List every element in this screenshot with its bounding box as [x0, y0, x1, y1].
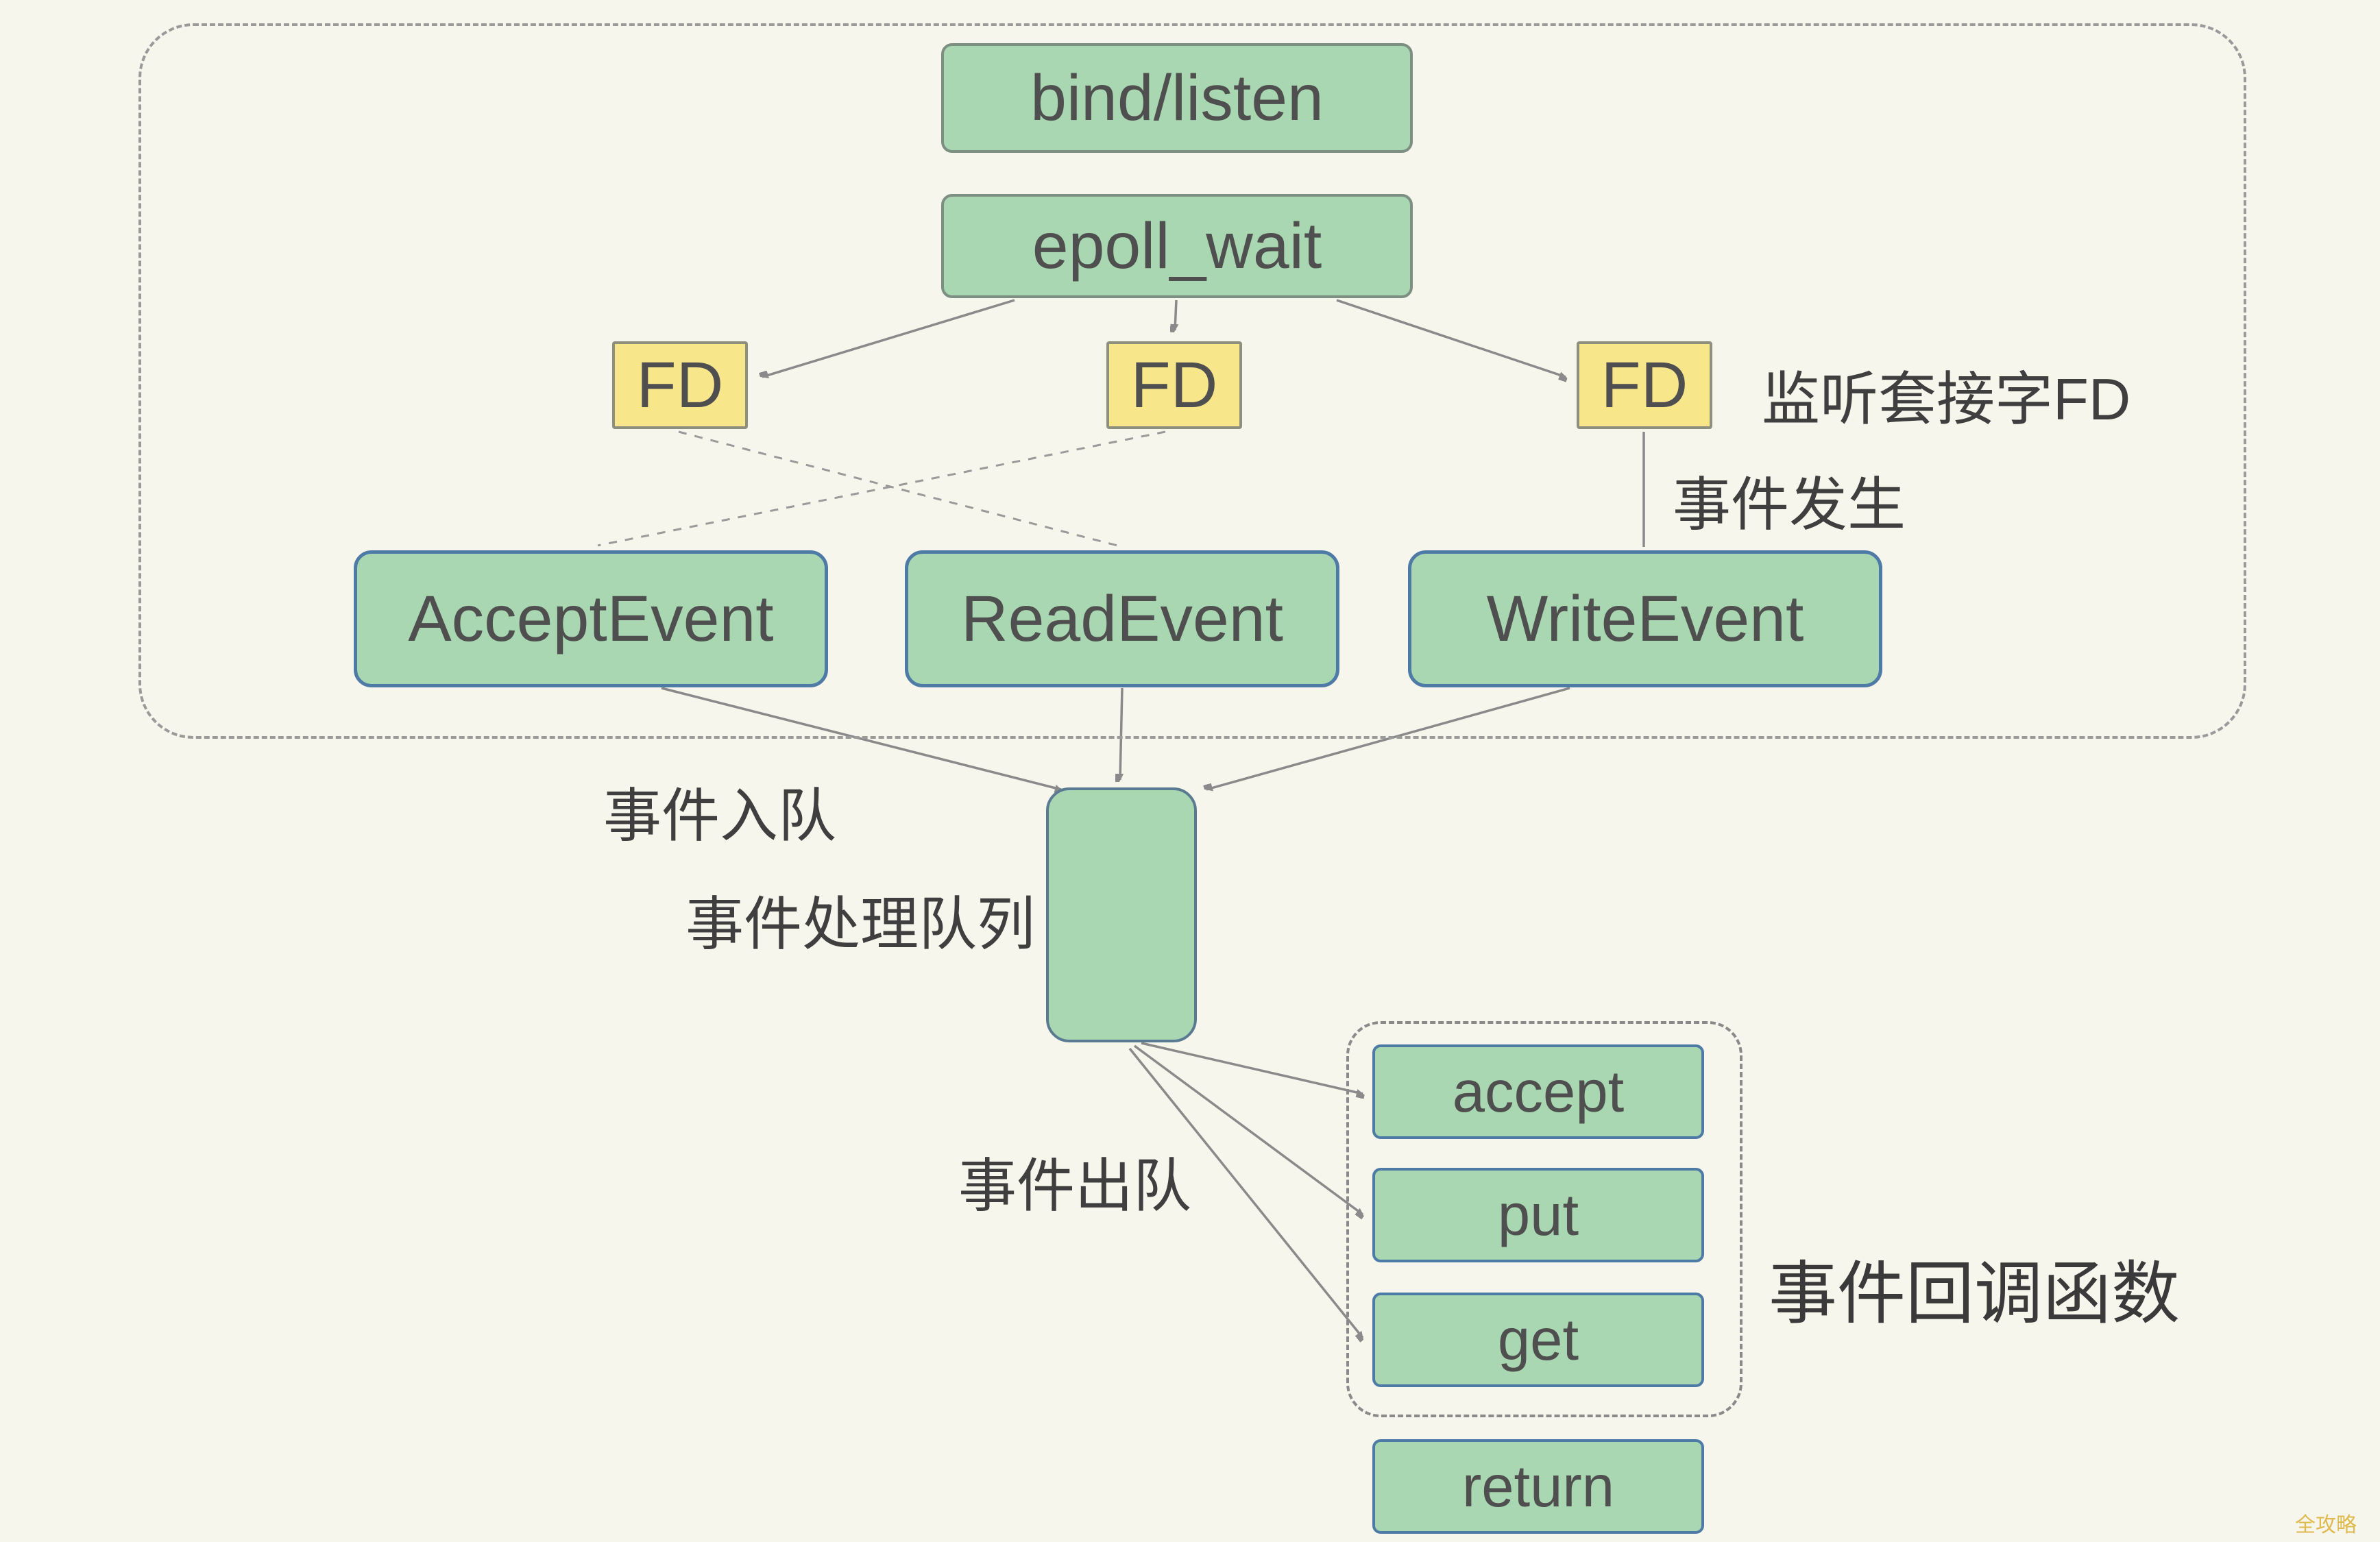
put-node: put: [1372, 1168, 1704, 1262]
fd-node-2: FD: [1106, 341, 1242, 429]
event-occur-label: 事件发生: [1673, 473, 1906, 538]
return-node: return: [1372, 1439, 1704, 1534]
callback-region-container: [1346, 1021, 1742, 1417]
watermark-label: 全攻略: [2295, 1514, 2357, 1537]
epoll-region-container: [138, 23, 2246, 739]
get-node: get: [1372, 1293, 1704, 1387]
epoll-wait-node: epoll_wait: [941, 194, 1413, 298]
read-event-node: ReadEvent: [905, 550, 1339, 687]
event-dequeue-label: 事件出队: [958, 1154, 1192, 1219]
accept-node: accept: [1372, 1044, 1704, 1139]
bind-listen-node: bind/listen: [941, 43, 1413, 153]
accept-event-node: AcceptEvent: [354, 550, 828, 687]
event-enqueue-label: 事件入队: [603, 784, 837, 849]
listen-socket-fd-label: 监听套接字FD: [1762, 367, 2131, 432]
event-queue-node: [1046, 787, 1197, 1042]
fd-node-1: FD: [612, 341, 748, 429]
write-event-node: WriteEvent: [1408, 550, 1882, 687]
event-callback-label: 事件回调函数: [1769, 1256, 2180, 1332]
fd-node-3: FD: [1577, 341, 1712, 429]
arrow-queue-accept: [1141, 1042, 1363, 1094]
event-queue-label: 事件处理队列: [685, 892, 1036, 957]
